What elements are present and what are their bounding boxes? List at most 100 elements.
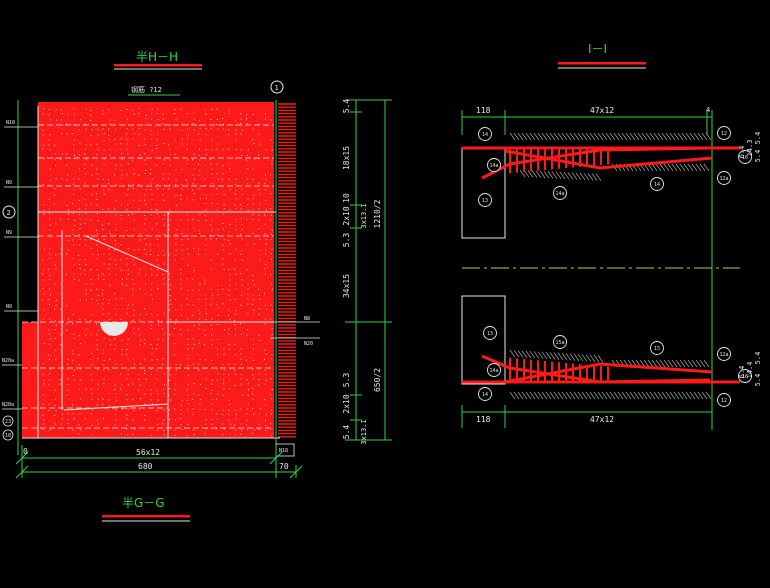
axis-bubble-1-label: 1	[275, 84, 279, 92]
right-side-dim: 6.4	[738, 146, 746, 159]
left-view-title: 半H－H	[136, 50, 178, 64]
rebar-tick-column	[278, 103, 296, 438]
right-title-underline	[558, 62, 646, 65]
dim-56x12: 56x12	[136, 448, 160, 457]
rebar-block-main	[38, 102, 274, 438]
dim-70: 70	[279, 462, 289, 471]
bottom-abutment	[461, 295, 506, 385]
left-label: 18	[5, 433, 11, 439]
top-vertical-bars	[509, 149, 609, 174]
dim-zero: 0	[23, 447, 28, 456]
right-top-tick: 4	[706, 106, 710, 114]
right-bottom-dim-47x12: 47x12	[590, 415, 614, 424]
bottom-hatching	[509, 349, 712, 400]
right-view-title: I－I	[588, 42, 607, 56]
axis-bubble-2	[2, 205, 16, 219]
rebar-bubble-label: 14a	[489, 368, 498, 374]
left-label: N20a	[2, 402, 14, 408]
rebar-bubble-label: 13	[487, 331, 493, 337]
rebar-bubble	[483, 326, 497, 340]
rebar-bubble	[478, 387, 492, 401]
vertical-dim-label: 2x10	[342, 206, 351, 225]
axis-bubble-2-label: 2	[7, 209, 11, 217]
bottom-view-title: 半G－G	[122, 496, 165, 510]
left-label: N9	[6, 180, 12, 186]
left-rebar-labels: N10 N9 N9 N9 N20a N20a 23 18	[2, 120, 38, 441]
rebar-bubble	[717, 347, 731, 361]
bottom-vertical-bars	[509, 357, 609, 381]
dim-680: 680	[138, 462, 153, 471]
rebar-bubble	[487, 363, 501, 377]
vertical-total-label: 650/2	[373, 368, 382, 392]
left-label: N10	[6, 120, 15, 126]
rebar-bubble	[650, 341, 664, 355]
left-label: N9	[6, 304, 12, 310]
right-label: N8	[304, 316, 310, 322]
rebar-bubble-label: 16	[742, 155, 748, 161]
vertical-dim-label: 5.3	[342, 233, 351, 248]
rebar-bubble-label: 12a	[719, 176, 728, 182]
vertical-total-label: 1210/2	[373, 199, 382, 228]
vertical-dimensions: 5.418x15102x105.334x155.32x105.43x13.13x…	[342, 99, 392, 445]
bottom-title-underline	[102, 515, 190, 518]
left-label: N9	[6, 230, 12, 236]
rebar-bubble-label: 14a	[489, 163, 498, 169]
rebar-bubble	[738, 369, 752, 383]
rebar-block-hole	[100, 322, 128, 336]
right-side-dim: 14.3	[746, 140, 754, 157]
rebar-bubble	[553, 335, 567, 349]
rebar-bubble	[738, 150, 752, 164]
vertical-dim-label: 2x10	[342, 394, 351, 413]
right-top-dim-47x12: 47x12	[590, 106, 614, 115]
left-view: 半H－H 钢筋 ?12	[2, 50, 320, 522]
axis-bubble-1	[270, 80, 284, 94]
right-side-dim: 5.4	[754, 374, 762, 387]
right-side-dim: 5.4	[754, 352, 762, 365]
right-side-dim: 5.4	[754, 150, 762, 163]
rebar-bubble-label: 15	[654, 346, 660, 352]
rebar-bubble	[487, 158, 501, 172]
rebar-outlines	[22, 106, 280, 439]
left-bottom-dimensions	[15, 445, 303, 479]
rebar-bubble	[478, 127, 492, 141]
vertical-dim-label: 18x15	[342, 146, 351, 170]
right-bottom-dim-118: 118	[476, 415, 491, 424]
rebar-bubble	[650, 177, 664, 191]
rebar-bubble	[717, 393, 731, 407]
rebar-bubble-label: 16	[742, 374, 748, 380]
left-top-note: 钢筋 ?12	[131, 85, 162, 94]
rebar-bubble	[478, 193, 492, 207]
rebar-bubble-label: 14	[482, 132, 488, 138]
vertical-side-label: 3x13.1	[360, 419, 368, 444]
rebar-bubble-label: 13	[482, 198, 488, 204]
rebar-bubble-label: 14	[482, 392, 488, 398]
right-side-dim: 6.4	[738, 366, 746, 379]
left-label: 23	[5, 419, 11, 425]
rebar-speckle-pattern	[42, 108, 273, 436]
rebar-bubble	[553, 186, 567, 200]
rebar-bubble-label: 12	[721, 398, 727, 404]
vertical-side-label: 3x13.1	[360, 203, 368, 228]
rebar-bubble	[717, 126, 731, 140]
rebar-bubble-label: 12	[721, 131, 727, 137]
vertical-dim-label: 5.4	[342, 99, 351, 114]
vertical-dim-label: 5.3	[342, 373, 351, 388]
bottom-rebar-lines	[462, 354, 740, 384]
corner-label: N18	[279, 448, 288, 454]
rebar-bubble	[717, 171, 731, 185]
right-side-dim: 14.4	[746, 362, 754, 379]
right-view: I－I 118 47x12 4 118 47x12	[461, 42, 762, 430]
left-label: N20a	[2, 358, 14, 364]
left-title-underline	[114, 64, 202, 67]
vertical-dim-label: 10	[342, 193, 351, 203]
rebar-block-step	[22, 322, 42, 438]
right-side-dim: 5.4	[754, 132, 762, 145]
vertical-dim-label: 5.4	[342, 425, 351, 440]
right-top-dim-118: 118	[476, 106, 491, 115]
right-label: N20	[304, 341, 313, 347]
rebar-bubble-label: 14a	[555, 191, 564, 197]
rebar-bubble-label: 15a	[555, 340, 564, 346]
